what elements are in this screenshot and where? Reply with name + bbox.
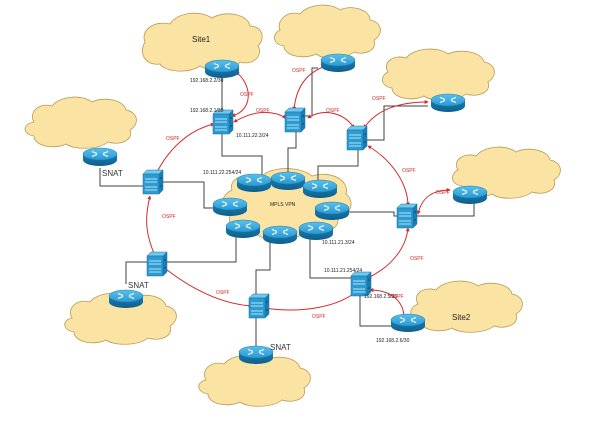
ospf-label-4: OSPF <box>326 108 340 114</box>
switch-site2[interactable] <box>350 271 372 297</box>
ospf-links <box>146 65 451 319</box>
switch-left[interactable] <box>142 169 164 195</box>
switch-right[interactable] <box>396 203 418 229</box>
ospf-label-9: OSPF <box>390 294 404 300</box>
router-top-right[interactable] <box>430 93 466 113</box>
router-bottom-left-snat[interactable] <box>108 289 144 309</box>
ip-site2-router: 192.168.2.6/30 <box>376 338 410 344</box>
snat-label-bottom-left: SNAT <box>128 281 149 290</box>
pe-router-7[interactable] <box>262 225 298 245</box>
mpls-vpn-label: MPLS VPN <box>270 202 296 208</box>
pe-router-1[interactable] <box>236 173 272 193</box>
pe-router-4[interactable] <box>212 197 248 217</box>
cloud-top-middle <box>274 4 381 59</box>
router-top-middle[interactable] <box>320 53 356 73</box>
router-bottom-middle-snat[interactable] <box>238 345 274 365</box>
router-site1[interactable] <box>204 59 240 79</box>
ip-site1-switch-down: 10.111.22.3/24 <box>236 133 269 139</box>
pe-router-5[interactable] <box>314 201 350 221</box>
ospf-label-3: OSPF <box>292 68 306 74</box>
ip-site1-router: 192.168.2.2/30 <box>190 78 224 84</box>
snat-label-bottom-middle: SNAT <box>270 343 291 352</box>
snat-label-left: SNAT <box>102 169 123 178</box>
switch-bottom-left[interactable] <box>146 251 168 277</box>
ip-pe-left: 10.111.22.254/24 <box>203 170 241 176</box>
router-left-snat[interactable] <box>82 147 118 167</box>
cloud-site2 <box>410 280 523 333</box>
cloud-site1 <box>142 12 263 72</box>
ospf-label-1: OSPF <box>240 92 254 98</box>
ospf-label-2: OSPF <box>256 108 270 114</box>
ip-site1-switch-up: 192.168.2.1/30 <box>190 108 224 114</box>
ospf-label-7: OSPF <box>436 190 450 196</box>
ip-pe-right: 10.111.21.3/24 <box>322 240 355 246</box>
ospf-label-12: OSPF <box>162 214 176 220</box>
cloud-left <box>24 96 137 149</box>
ip-site2-switch-down: 192.168.2.5/30 <box>364 294 398 300</box>
pe-router-3[interactable] <box>302 179 338 199</box>
pe-router-2[interactable] <box>270 171 306 191</box>
switch-top-right[interactable] <box>346 125 368 151</box>
ospf-label-11: OSPF <box>216 290 230 296</box>
ospf-label-5: OSPF <box>372 96 386 102</box>
ospf-label-8: OSPF <box>410 256 424 262</box>
switch-bottom-middle[interactable] <box>248 293 270 319</box>
switch-top-middle[interactable] <box>284 107 306 133</box>
cloud-bottom-left <box>64 292 177 345</box>
ip-site2-switch-up: 10.111.21.254/24 <box>324 268 362 274</box>
cloud-bottom-middle <box>198 354 311 407</box>
site2-label: Site2 <box>452 313 471 322</box>
cloud-top-right <box>382 48 495 101</box>
router-right[interactable] <box>452 185 488 205</box>
pe-router-8[interactable] <box>298 221 334 241</box>
ospf-label-13: OSPF <box>166 136 180 142</box>
router-site2[interactable] <box>390 313 426 333</box>
ospf-label-10: OSPF <box>312 314 326 320</box>
site1-label: Site1 <box>192 35 211 44</box>
ospf-label-6: OSPF <box>402 168 416 174</box>
pe-router-6[interactable] <box>225 219 261 239</box>
